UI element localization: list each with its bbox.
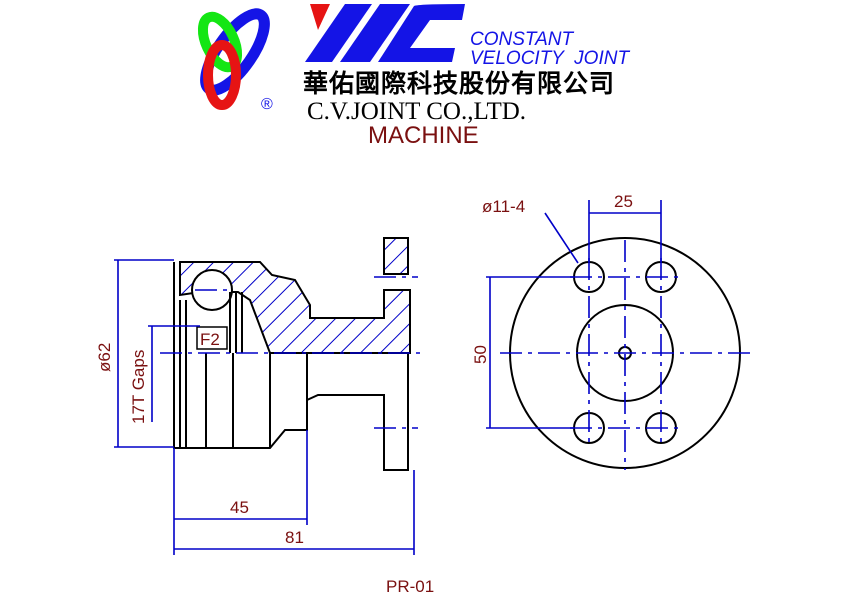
company-name-english: C.V.JOINT CO.,LTD. [307,98,526,125]
svg-text:45: 45 [230,498,249,517]
svg-text:25: 25 [614,192,633,211]
logo-ring-red [203,40,241,110]
dimension-diameter: ø62 [95,259,174,448]
svg-text:ø11-4: ø11-4 [482,197,525,216]
company-name-chinese: 華佑國際科技股份有限公司 [303,70,615,98]
svg-text:50: 50 [471,345,490,364]
dimension-bolt-spacing-v: 50 [471,276,574,429]
svg-text:17T Gaps: 17T Gaps [129,350,148,424]
dimension-bolt-spacing-h: 25 [588,192,662,262]
svg-text:ø62: ø62 [95,343,114,372]
dimension-bolt-hole: ø11-4 [482,197,579,264]
callout-f2: F2 [200,330,220,349]
logo-red-accent [310,4,330,30]
company-logo: ® CONSTANT VELOCITY JOINT 華佑國際科技股份有限公司 C… [197,4,630,149]
dimension-spline: 17T Gaps [129,325,200,424]
side-section-view: F2 ø62 17T Gaps 45 81 [95,237,425,555]
registered-mark: ® [261,96,273,113]
part-number: PR-01 [386,577,434,596]
category-label: MACHINE [368,122,479,149]
dimension-length-45: 45 [173,430,308,555]
front-flange-view: 25 50 ø11-4 [471,192,755,470]
svg-text:81: 81 [285,528,304,547]
dimension-length-81: 81 [174,470,415,555]
logo-tagline-2: VELOCITY JOINT [470,48,630,69]
logo-tagline-1: CONSTANT [470,29,574,50]
